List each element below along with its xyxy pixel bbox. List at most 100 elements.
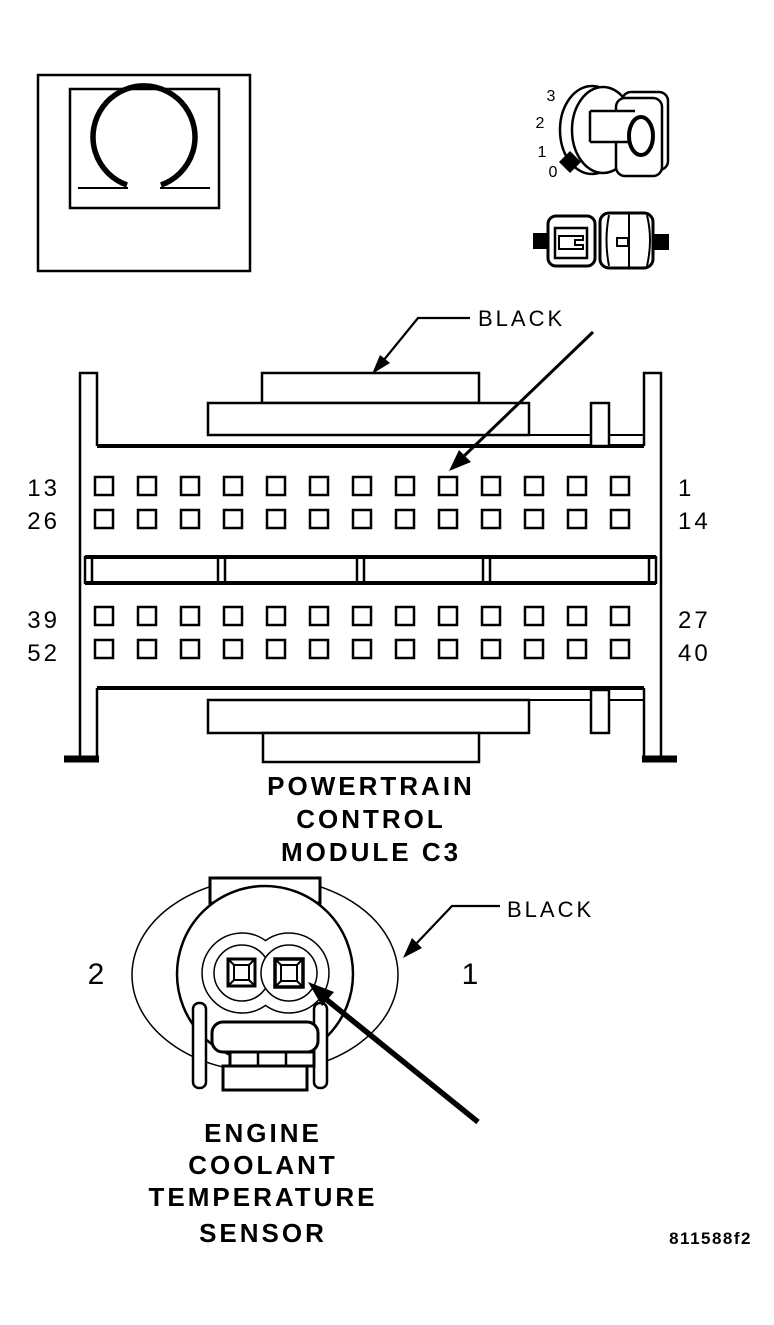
pcm-pin bbox=[394, 508, 416, 530]
pcm-pin bbox=[222, 638, 244, 660]
disconnect-connector-icon bbox=[533, 211, 669, 270]
pcm-pin bbox=[136, 638, 158, 660]
pcm-pin-label-right-row2: 14 bbox=[678, 508, 711, 535]
ect-terminal-2 bbox=[226, 957, 257, 988]
pcm-pin bbox=[523, 638, 545, 660]
pcm-caption-line2: CONTROL bbox=[296, 804, 446, 834]
pcm-pin bbox=[523, 508, 545, 530]
pcm-pin-pointer-arrow bbox=[461, 330, 595, 459]
pcm-pin-grid bbox=[93, 475, 631, 660]
ohm-symbol bbox=[90, 83, 198, 188]
pcm-top-small-tab bbox=[260, 371, 481, 405]
pcm-pin bbox=[566, 605, 588, 627]
pcm-black-leader-arrowhead bbox=[372, 355, 390, 374]
ect-caption-line4: SENSOR bbox=[199, 1218, 327, 1248]
pcm-pin-label-left-row2: 26 bbox=[27, 508, 60, 535]
pcm-wire-color-label: BLACK bbox=[478, 306, 565, 331]
pcm-connector: 13 26 39 52 1 14 27 40 BLACK POWERTRAIN … bbox=[27, 306, 711, 867]
pcm-pin bbox=[265, 475, 287, 497]
pcm-pin bbox=[609, 605, 631, 627]
pcm-pin bbox=[308, 475, 330, 497]
pcm-pin bbox=[609, 638, 631, 660]
pcm-bottom-small-tab bbox=[261, 731, 481, 764]
pcm-pin bbox=[308, 605, 330, 627]
dial-position-3: 3 bbox=[547, 88, 556, 105]
pcm-pin bbox=[136, 475, 158, 497]
pcm-pin bbox=[480, 508, 502, 530]
pcm-pin bbox=[566, 475, 588, 497]
pcm-pin bbox=[480, 638, 502, 660]
pcm-pin bbox=[609, 475, 631, 497]
pcm-pin bbox=[351, 508, 373, 530]
pcm-black-leader-line bbox=[382, 316, 470, 362]
pcm-pin-label-right-row1: 1 bbox=[678, 475, 694, 502]
dial-oval-mark bbox=[627, 115, 655, 157]
pcm-pin bbox=[179, 605, 201, 627]
pcm-pin bbox=[351, 475, 373, 497]
right-wire-stub bbox=[652, 234, 669, 250]
pcm-pin bbox=[222, 605, 244, 627]
pcm-pin-label-right-row3: 27 bbox=[678, 607, 711, 634]
ect-caption-line3: TEMPERATURE bbox=[149, 1182, 378, 1212]
pcm-pin bbox=[566, 638, 588, 660]
ect-black-leader-arrowhead bbox=[403, 938, 422, 958]
pcm-pin bbox=[136, 605, 158, 627]
pcm-bottom-right-key bbox=[589, 688, 611, 735]
pcm-pin bbox=[394, 638, 416, 660]
ect-pin-label-1: 1 bbox=[462, 958, 481, 991]
pcm-pin bbox=[437, 638, 459, 660]
pcm-pin bbox=[566, 508, 588, 530]
ect-connector: 2 1 BLACK ENGINE COOLANT TEMPERATURE SEN… bbox=[88, 876, 594, 1248]
pcm-pin bbox=[93, 605, 115, 627]
ect-terminal-pointer-arrowhead bbox=[308, 982, 334, 1006]
connector-half-right bbox=[598, 211, 655, 270]
pcm-pin bbox=[394, 475, 416, 497]
ect-caption-line2: COOLANT bbox=[188, 1150, 338, 1180]
pcm-pin bbox=[308, 638, 330, 660]
pcm-pin bbox=[480, 475, 502, 497]
left-wire-stub bbox=[533, 233, 549, 249]
ect-terminal-1 bbox=[273, 957, 305, 989]
pcm-pin bbox=[523, 475, 545, 497]
pcm-pin bbox=[136, 508, 158, 530]
pcm-pin bbox=[179, 508, 201, 530]
pcm-pin bbox=[265, 508, 287, 530]
pcm-pin bbox=[351, 638, 373, 660]
pcm-pin bbox=[480, 605, 502, 627]
pcm-pin bbox=[93, 475, 115, 497]
pcm-pin bbox=[222, 508, 244, 530]
pcm-pin bbox=[265, 605, 287, 627]
pcm-top-large-tab bbox=[206, 401, 531, 437]
ohmmeter-icon bbox=[36, 73, 252, 273]
rotary-dial-icon: 3 2 1 0 bbox=[536, 84, 670, 181]
pcm-pin-label-left-row1: 13 bbox=[27, 475, 60, 502]
pcm-pin bbox=[523, 605, 545, 627]
pcm-pin bbox=[437, 508, 459, 530]
pcm-pin bbox=[93, 638, 115, 660]
dial-position-0: 0 bbox=[549, 164, 558, 181]
ect-wire-color-label: BLACK bbox=[507, 897, 594, 922]
pcm-pin-pointer-arrowhead bbox=[449, 450, 471, 471]
pcm-pin-label-left-row3: 39 bbox=[27, 607, 60, 634]
dial-position-1: 1 bbox=[538, 144, 547, 161]
ect-pin-label-2: 2 bbox=[88, 958, 107, 991]
pcm-bottom-large-tab bbox=[206, 698, 531, 735]
dial-pointer bbox=[559, 151, 581, 173]
pcm-pin bbox=[179, 638, 201, 660]
pcm-pin bbox=[93, 508, 115, 530]
pcm-pin-label-left-row4: 52 bbox=[27, 640, 60, 667]
ect-terminal-pointer-arrow bbox=[325, 997, 480, 1125]
terminal-blade bbox=[558, 235, 584, 250]
pcm-top-right-key bbox=[589, 401, 611, 448]
pcm-pin bbox=[179, 475, 201, 497]
ect-bottom-mouth bbox=[210, 1020, 320, 1054]
dial-position-2: 2 bbox=[536, 115, 545, 132]
pcm-pin bbox=[308, 508, 330, 530]
ect-bottom-plate bbox=[221, 1064, 309, 1092]
pcm-caption-line1: POWERTRAIN bbox=[267, 771, 475, 801]
pcm-pin bbox=[351, 605, 373, 627]
pcm-pin bbox=[609, 508, 631, 530]
pcm-caption-line3: MODULE C3 bbox=[281, 837, 461, 867]
pcm-pin bbox=[394, 605, 416, 627]
